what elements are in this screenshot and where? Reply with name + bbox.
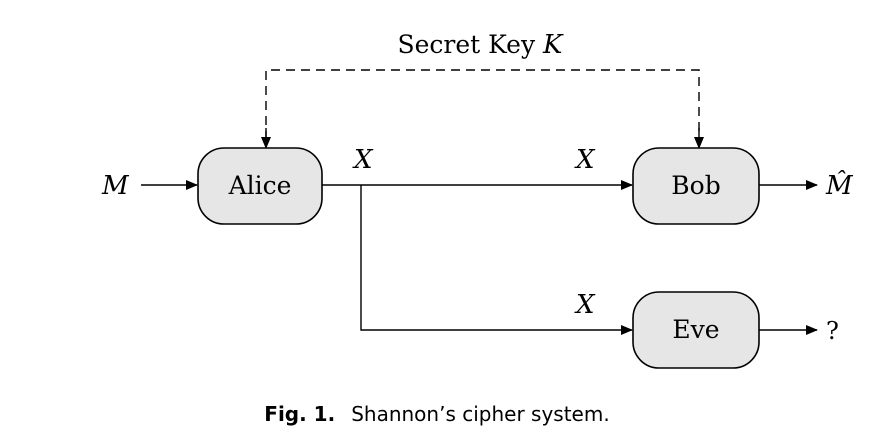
alice-label: Alice xyxy=(228,171,292,200)
bob-label: Bob xyxy=(671,171,720,200)
caption-text: Shannon’s cipher system. xyxy=(351,402,610,426)
eve-output-label: ? xyxy=(826,317,839,345)
figure-caption: Fig. 1. Shannon’s cipher system. xyxy=(264,402,609,426)
secret-key-label: Secret Key K xyxy=(398,30,565,60)
message-label: M xyxy=(101,171,130,201)
bob-output-label: M̂ xyxy=(825,170,854,201)
eve-input-label: X xyxy=(574,290,596,320)
alice-node xyxy=(197,147,323,225)
eve-label: Eve xyxy=(672,315,719,344)
channel-to-eve xyxy=(360,185,633,335)
secret-key-channel xyxy=(265,69,700,140)
bob-input-label: X xyxy=(574,145,596,175)
caption-label: Fig. 1. xyxy=(264,402,335,426)
bob-node xyxy=(632,147,760,225)
alice-output-label: X xyxy=(352,145,374,175)
